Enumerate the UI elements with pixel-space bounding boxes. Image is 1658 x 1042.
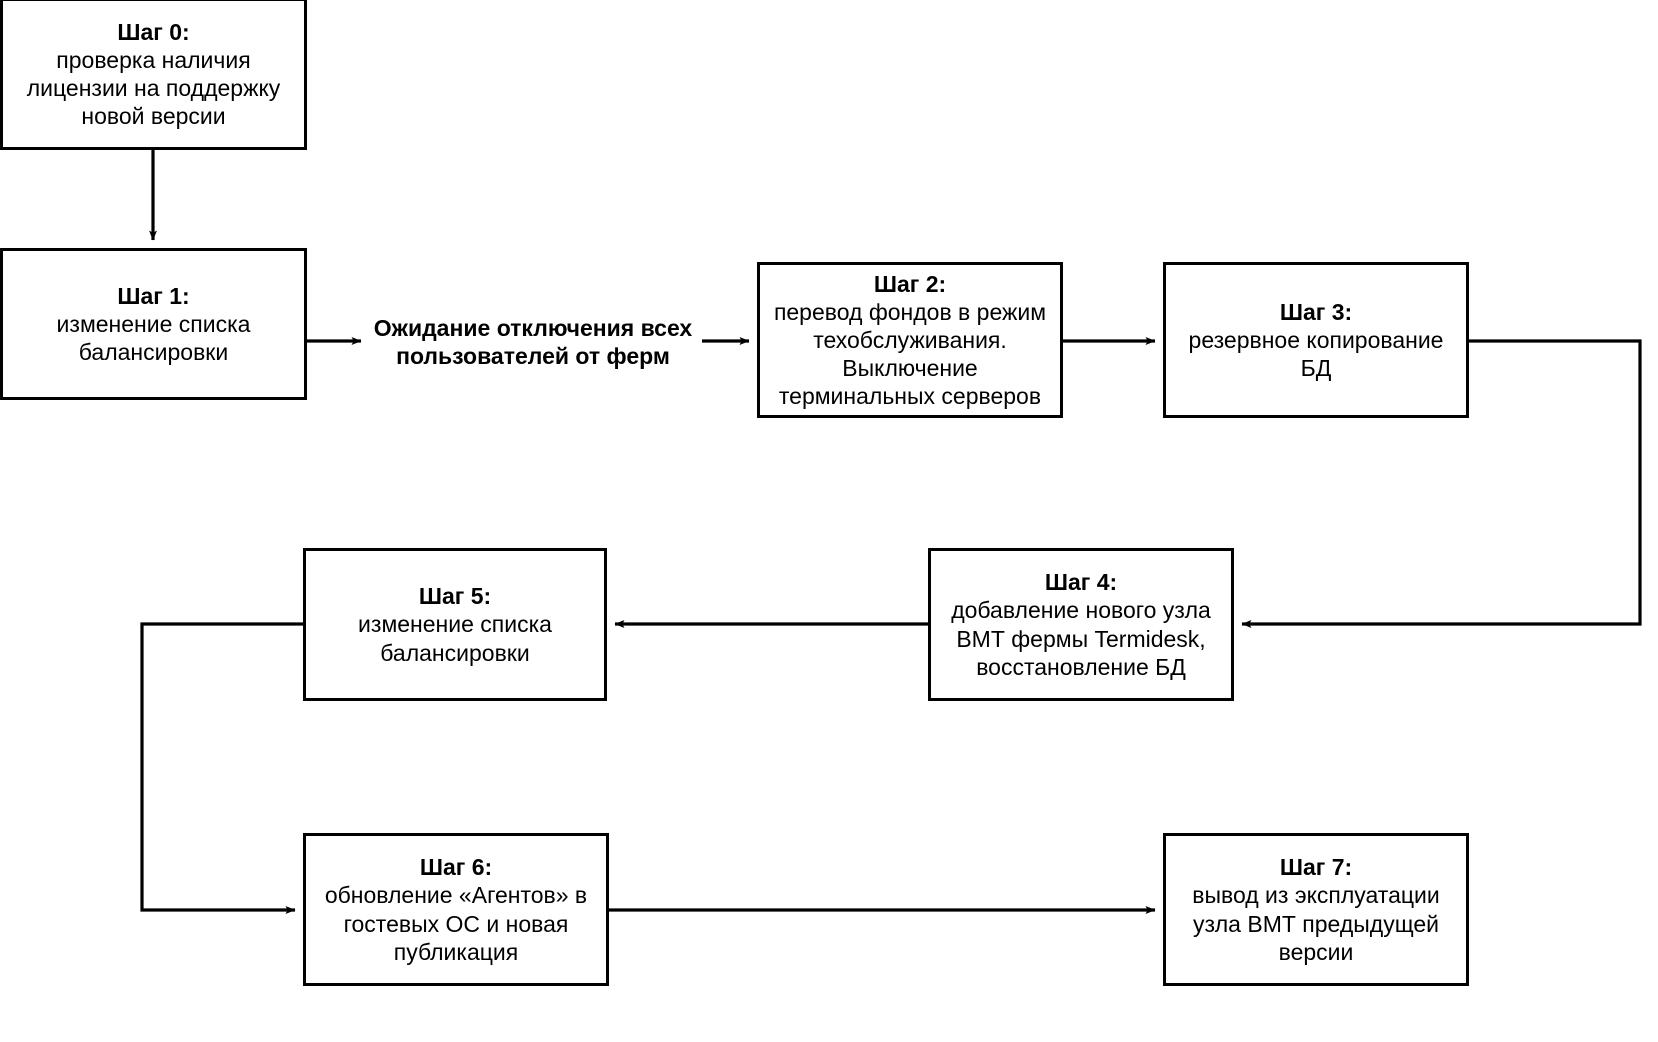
node-step-2-title: Шаг 2: xyxy=(873,270,947,297)
node-step-1[interactable]: Шаг 1: изменение списка балансировки xyxy=(0,248,307,400)
node-step-3-body: резервное копирование БД xyxy=(1188,326,1444,382)
node-step-7-body: вывод из эксплуатации узла ВМТ предыдуще… xyxy=(1192,882,1440,965)
node-step-4-body: добавление нового узла ВМТ фермы Termide… xyxy=(951,597,1211,680)
node-step-0[interactable]: Шаг 0: проверка наличия лицензии на подд… xyxy=(0,0,307,150)
node-step-6-body: обновление «Агентов» в гостевых ОС и нов… xyxy=(324,882,588,965)
node-step-6[interactable]: Шаг 6: обновление «Агентов» в гостевых О… xyxy=(303,833,609,986)
node-step-1-body: изменение списка балансировки xyxy=(56,310,251,366)
node-step-1-title: Шаг 1: xyxy=(117,282,190,309)
node-step-3[interactable]: Шаг 3: резервное копирование БД xyxy=(1163,262,1469,418)
node-step-4-title: Шаг 4: xyxy=(1044,569,1118,596)
node-step-6-title: Шаг 6: xyxy=(419,854,493,881)
node-step-0-body: проверка наличия лицензии на поддержку н… xyxy=(26,46,281,130)
node-step-2-body: перевод фондов в режим техобслуживания. … xyxy=(773,298,1047,410)
node-step-2[interactable]: Шаг 2: перевод фондов в режим техобслужи… xyxy=(757,262,1063,418)
node-step-4[interactable]: Шаг 4: добавление нового узла ВМТ фермы … xyxy=(928,548,1234,701)
node-step-5-body: изменение списка балансировки xyxy=(358,611,552,666)
node-step-7-title: Шаг 7: xyxy=(1279,854,1353,881)
node-step-3-title: Шаг 3: xyxy=(1279,298,1353,325)
node-step-5-title: Шаг 5: xyxy=(418,583,492,610)
node-step-7[interactable]: Шаг 7: вывод из эксплуатации узла ВМТ пр… xyxy=(1163,833,1469,986)
node-step-0-title: Шаг 0: xyxy=(117,18,190,45)
node-step-5[interactable]: Шаг 5: изменение списка балансировки xyxy=(303,548,607,701)
label-waiting-for-disconnect: Ожидание отключения всех пользователей о… xyxy=(368,302,698,382)
label-waiting-for-disconnect-text: Ожидание отключения всех пользователей о… xyxy=(373,314,693,369)
edge-step5-to-step6 xyxy=(140,622,303,914)
